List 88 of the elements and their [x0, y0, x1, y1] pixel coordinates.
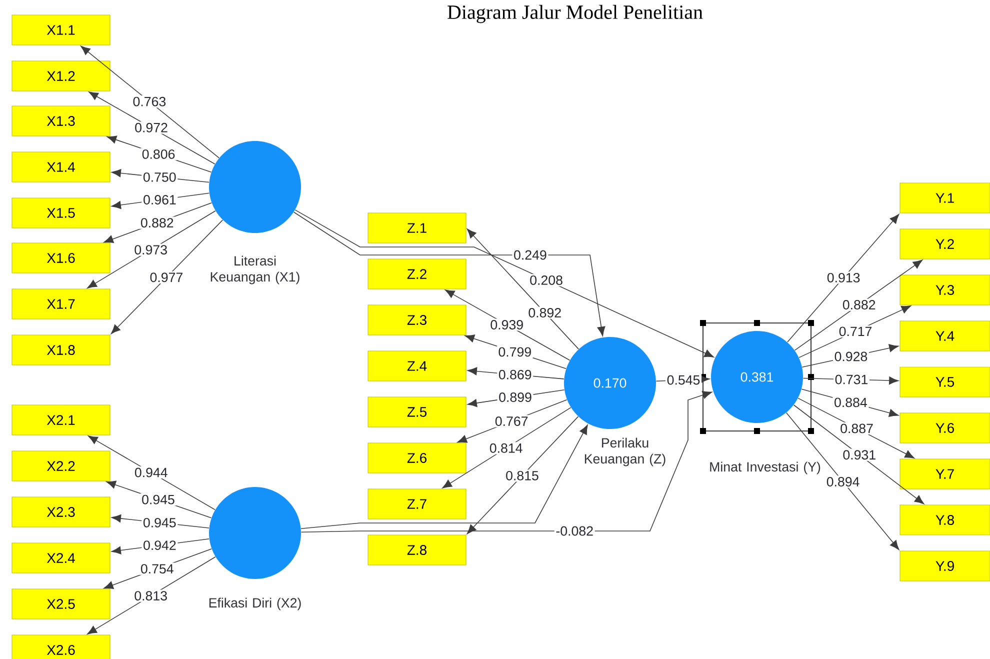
edge-label: 0.882 [139, 216, 176, 229]
edge-label: 0.750 [142, 171, 178, 184]
indicator-box: Z.3 [368, 304, 466, 336]
edge-label: 0.754 [139, 562, 176, 575]
edge-label: 0.892 [526, 306, 563, 319]
indicator-box: Z.6 [368, 442, 466, 474]
arrow [787, 214, 900, 343]
arrow [442, 407, 572, 488]
indicator-box: Y.6 [900, 412, 990, 444]
edge-label: 0.731 [833, 373, 870, 386]
indicator-box: Y.2 [900, 228, 990, 260]
edge-label: 0.973 [132, 244, 169, 256]
edge-label: 0.884 [832, 396, 869, 408]
indicator-box: X2.2 [12, 450, 110, 482]
indicator-box: Y.4 [900, 320, 990, 352]
construct-label: Efikasi Diri (X2) [209, 598, 301, 610]
edge-label: 0.977 [148, 271, 184, 284]
edge-label: 0.942 [142, 539, 178, 552]
indicator-box: Y.8 [900, 504, 990, 536]
indicator-box: X1.6 [12, 242, 110, 274]
arrow [294, 210, 714, 358]
indicator-box: Y.9 [900, 550, 990, 582]
edge-label: 0.545 [665, 374, 702, 386]
arrow [110, 220, 224, 334]
indicator-box: X1.1 [12, 14, 110, 46]
edge-label: 0.939 [488, 318, 525, 331]
indicator-box: X2.4 [12, 542, 110, 574]
arrow [793, 404, 924, 504]
arrow [300, 391, 712, 533]
edge-label: 0.945 [140, 494, 176, 506]
edge-label: 0.799 [496, 346, 533, 358]
indicator-box: Y.7 [900, 458, 990, 490]
arrow [293, 212, 606, 336]
edge-label: 0.767 [494, 415, 530, 428]
indicator-box: X2.5 [12, 588, 110, 620]
indicator-box: Z.5 [368, 396, 466, 428]
edge-label: 0.899 [497, 391, 534, 404]
arrow [786, 412, 900, 550]
arrow [794, 260, 923, 351]
edge-label: 0.815 [504, 470, 540, 482]
arrow [300, 424, 588, 529]
indicator-box: X2.6 [12, 634, 110, 659]
edge-label: 0.961 [142, 194, 178, 206]
indicator-box: X2.3 [12, 496, 110, 528]
edge-label: 0.869 [497, 368, 534, 381]
indicator-box: X1.4 [12, 152, 110, 182]
edge-label: 0.944 [133, 466, 170, 479]
indicator-box: Y.5 [900, 366, 990, 398]
indicator-box: Z.4 [368, 350, 466, 382]
arrow [466, 228, 579, 350]
indicator-box: Z.8 [368, 534, 466, 566]
indicator-box: X1.8 [12, 334, 110, 366]
edge-label: 0.913 [826, 272, 862, 284]
edge-label: 0.806 [140, 148, 177, 160]
construct-label: Perilaku Keuangan (Z) [584, 438, 666, 466]
edge-label: 0.813 [132, 590, 169, 602]
indicator-box: X1.7 [12, 288, 110, 320]
edge-label: 0.717 [838, 325, 874, 338]
arrow [466, 416, 579, 534]
arrow [87, 210, 216, 288]
indicator-box: X2.1 [12, 404, 110, 436]
edge-label: 0.208 [528, 274, 564, 286]
edge-label: 0.928 [832, 350, 869, 363]
edge-label: 0.931 [841, 448, 878, 461]
title: Diagram Jalur Model Penelitian [448, 4, 703, 24]
edge-label: 0.894 [825, 476, 862, 488]
indicator-box: Y.1 [900, 182, 990, 214]
indicator-box: Z.2 [368, 258, 466, 290]
indicator-box: X1.3 [12, 106, 110, 136]
edge-label: 0.887 [838, 422, 875, 435]
edge-label: -0.082 [554, 524, 595, 538]
arrow [88, 92, 216, 164]
construct-label: Literasi Keuangan (X1) [210, 256, 300, 284]
construct-label: Minat Investasi (Y) [710, 462, 820, 474]
edge-label: 0.249 [512, 248, 548, 262]
arrow [80, 46, 220, 158]
edge-label: 0.814 [488, 442, 524, 454]
edge-label: 0.882 [841, 298, 878, 311]
edge-label: 0.945 [142, 516, 178, 529]
indicator-box: X1.5 [12, 198, 110, 228]
indicator-box: X1.2 [12, 60, 110, 92]
indicator-box: Z.7 [368, 488, 466, 520]
indicator-box: Y.3 [900, 274, 990, 306]
edge-label: 0.763 [131, 96, 168, 108]
arrow [88, 436, 216, 510]
edge-label: 0.972 [133, 122, 170, 134]
indicator-box: Z.1 [368, 212, 466, 244]
arrow [87, 556, 216, 634]
